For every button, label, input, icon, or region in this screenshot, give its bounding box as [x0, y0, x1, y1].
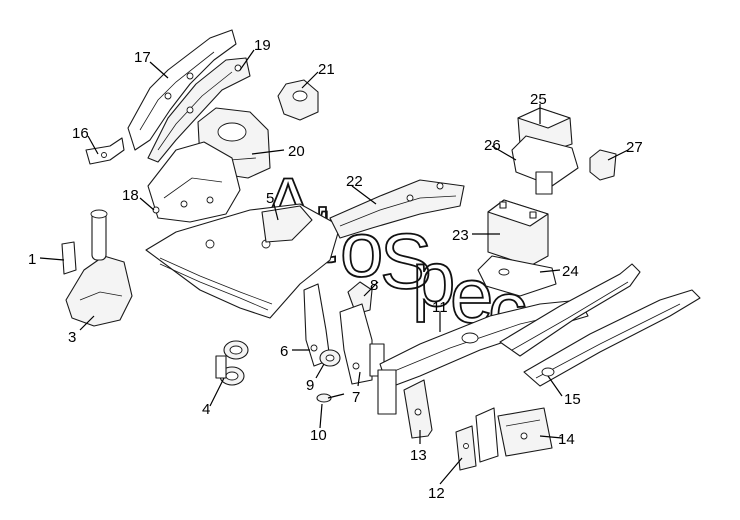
- callout-13: 13: [410, 447, 427, 464]
- callout-26: 26: [484, 137, 501, 154]
- callout-16: 16: [72, 125, 89, 142]
- callout-10: 10: [310, 427, 327, 444]
- part-24-battery-tray: [477, 255, 557, 297]
- callout-23: 23: [452, 227, 469, 244]
- part-27-relay: [589, 149, 617, 181]
- part-22-long-rail: [329, 179, 465, 239]
- part-13-post: [377, 369, 433, 439]
- callout-20: 20: [288, 143, 305, 160]
- callout-numbers: 1 3 4 5 6 7 8 9 10 11 12 13 14 15 16 17 …: [28, 37, 643, 502]
- callout-12: 12: [428, 485, 445, 502]
- callout-21: 21: [318, 61, 335, 78]
- callout-3: 3: [68, 329, 76, 346]
- callout-11: 11: [432, 299, 448, 316]
- callout-15: 15: [564, 391, 581, 408]
- callout-5: 5: [266, 190, 274, 207]
- part-21-mount: [277, 79, 319, 121]
- part-12-brace: [475, 407, 499, 463]
- callout-8: 8: [370, 277, 378, 294]
- callout-22: 22: [346, 173, 363, 190]
- part-4-mounts: [215, 340, 249, 386]
- callout-25: 25: [530, 91, 547, 108]
- watermark-letter: p: [412, 235, 455, 323]
- callout-1: 1: [28, 251, 36, 268]
- part-17-inner-rail: [127, 29, 237, 151]
- part-9-washer: [319, 349, 341, 367]
- part-3-reservoir: [65, 209, 133, 327]
- callout-24: 24: [562, 263, 579, 280]
- part-14-plate: [497, 407, 553, 457]
- part-18-wheelhouse-lower: [147, 141, 241, 223]
- watermark-letter: S: [380, 217, 432, 305]
- callout-14: 14: [558, 431, 575, 448]
- callout-27: 27: [626, 139, 643, 156]
- part-1-clip: [61, 241, 77, 275]
- part-23-battery: [487, 199, 549, 267]
- part-12-plate: [455, 425, 477, 471]
- callout-6: 6: [280, 343, 288, 360]
- callout-19: 19: [254, 37, 271, 54]
- callout-18: 18: [122, 187, 139, 204]
- leader-lines: [39, 49, 629, 485]
- part-19-outer-rail: [147, 57, 251, 163]
- part-10-bolt: [316, 393, 345, 403]
- callout-4: 4: [202, 401, 210, 418]
- part-7-bracket: [339, 303, 385, 385]
- part-16-bracket: [85, 137, 125, 165]
- callout-9: 9: [306, 377, 314, 394]
- part-15-side-rails: [499, 263, 701, 387]
- callout-7: 7: [352, 389, 360, 406]
- part-26-housing: [511, 135, 579, 195]
- part-5-panel: [261, 205, 313, 243]
- callout-17: 17: [134, 49, 151, 66]
